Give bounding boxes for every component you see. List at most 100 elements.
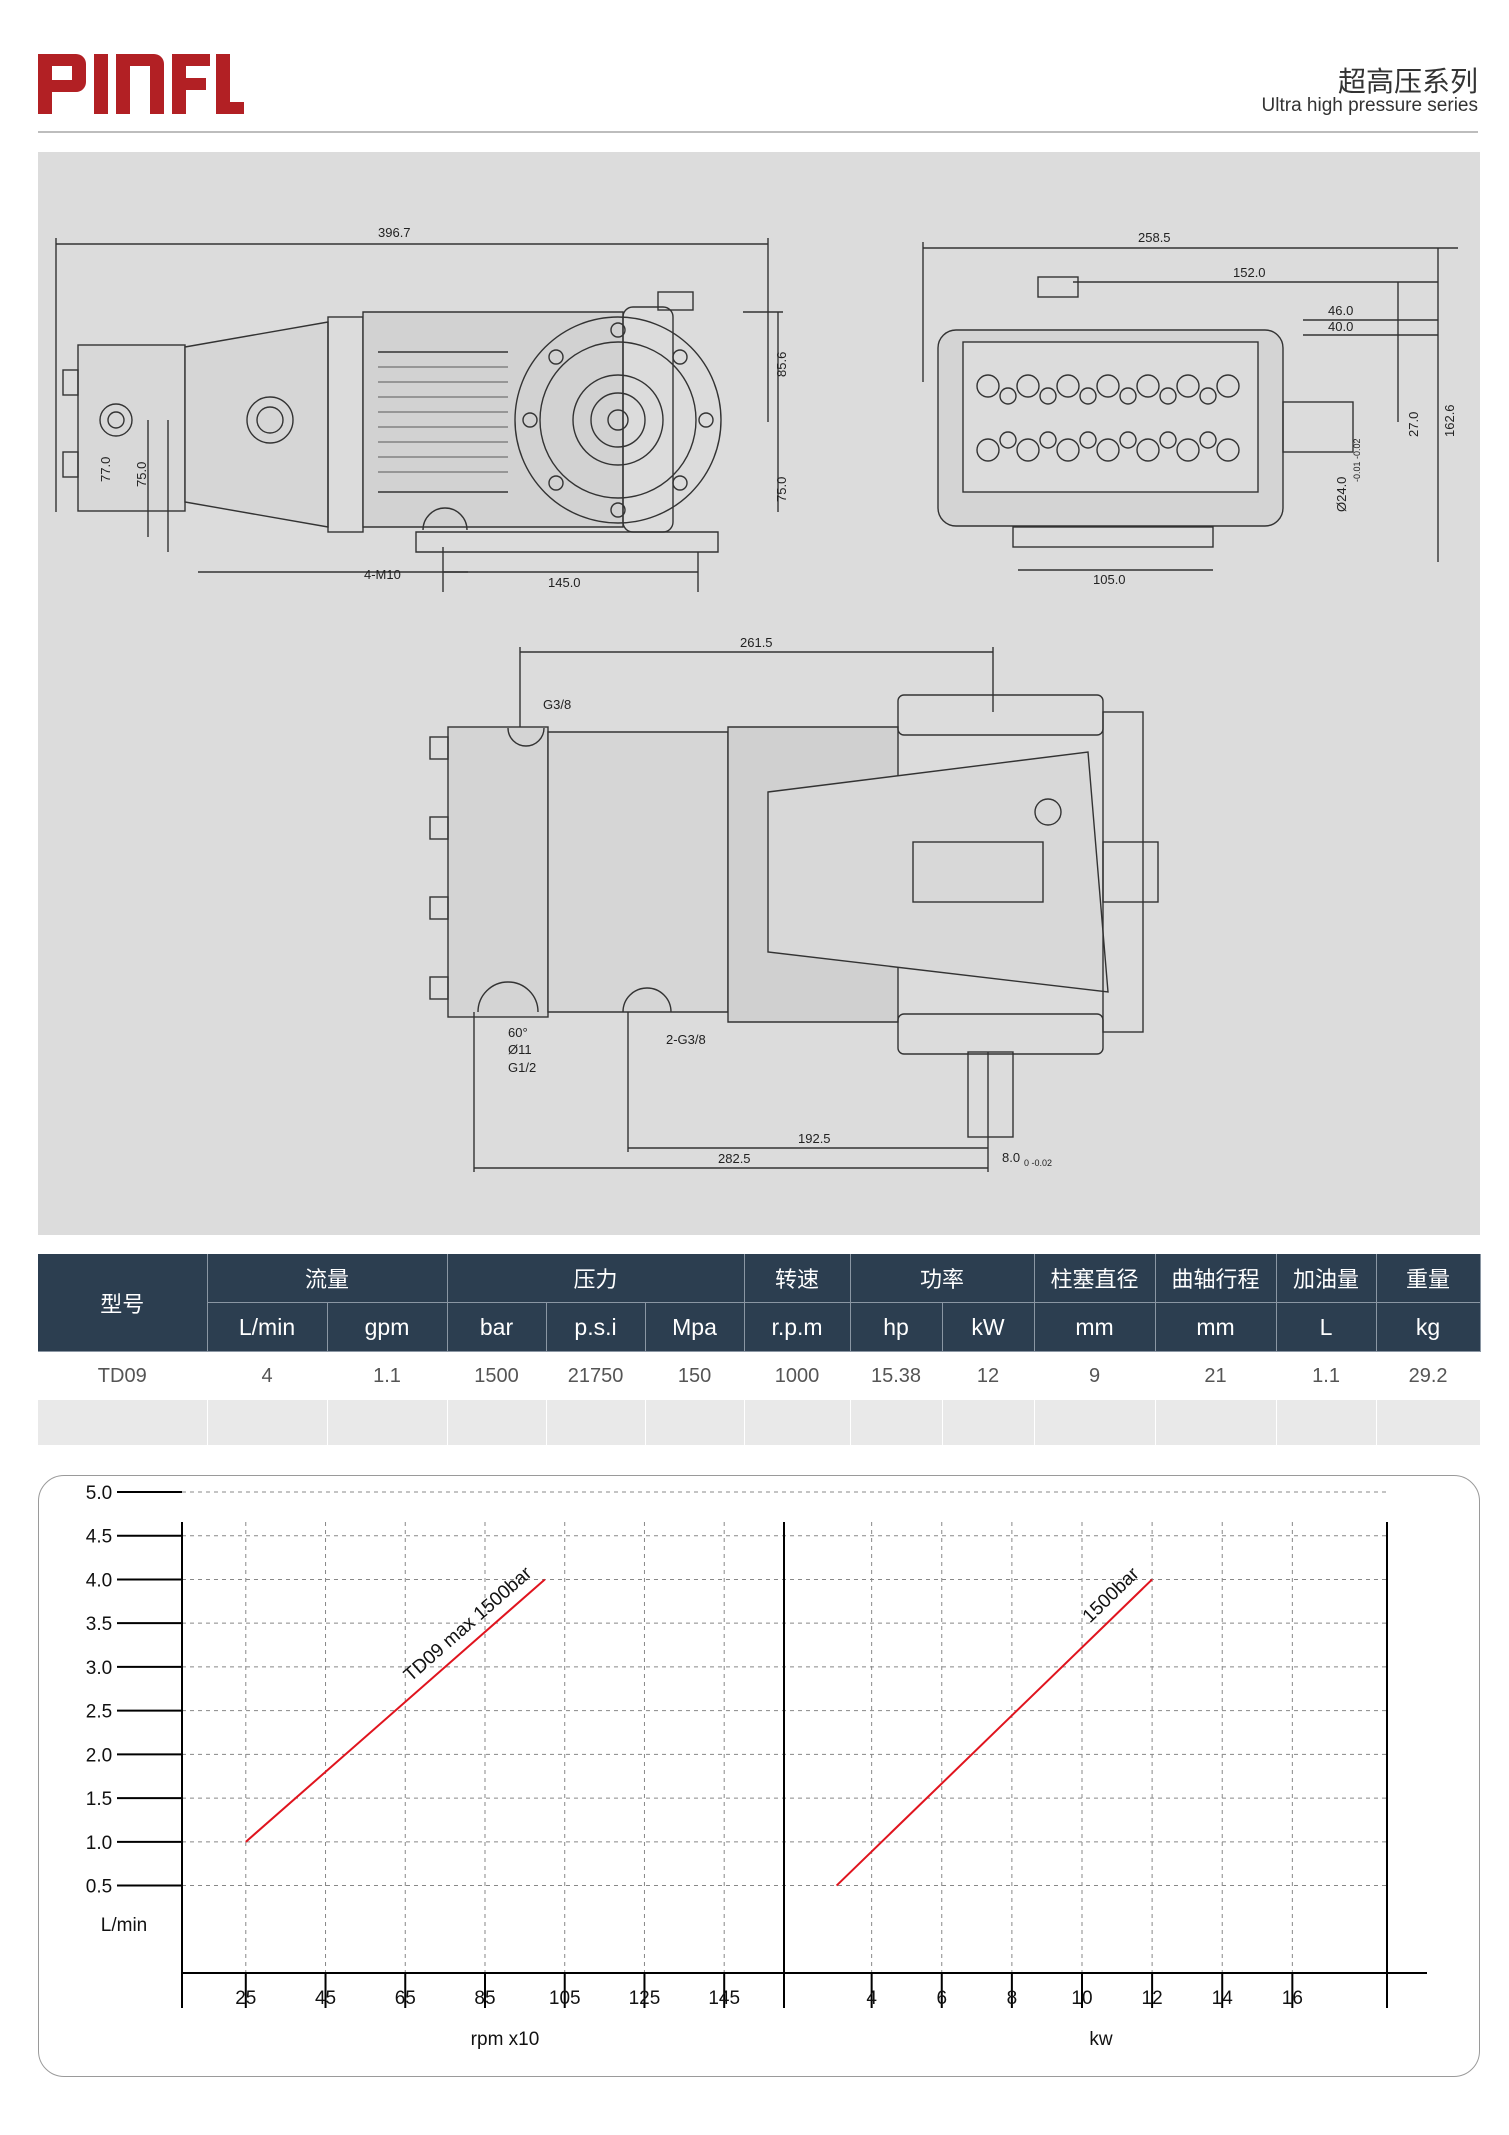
cell-plunger: 9 <box>1034 1351 1156 1400</box>
cell-rpm: 1000 <box>744 1351 851 1400</box>
unit-kg: kg <box>1376 1302 1481 1352</box>
y-tick-label: 5.0 <box>86 1483 112 1504</box>
y-tick-label: 2.5 <box>86 1702 112 1723</box>
dim-d11: Ø11 <box>508 1042 532 1057</box>
dim-75-right: 75.0 <box>774 477 789 502</box>
spec-table: 型号 流量 压力 转速 功率 柱塞直径 曲轴行程 加油量 重量 L/min gp… <box>38 1254 1481 1445</box>
table-row-empty <box>38 1400 1481 1445</box>
cell-mpa: 150 <box>645 1351 745 1400</box>
series-title-en: Ultra high pressure series <box>1261 95 1478 116</box>
x-tick-label: 14 <box>1212 1988 1234 2009</box>
header-pressure: 压力 <box>447 1254 745 1303</box>
y-tick-label: 1.0 <box>86 1833 112 1854</box>
x-tick-label: 105 <box>549 1988 581 2009</box>
x-axis-label-kw: kw <box>1089 2029 1113 2050</box>
side-view <box>55 238 783 592</box>
unit-psi: p.s.i <box>546 1302 646 1352</box>
unit-mpa: Mpa <box>645 1302 745 1352</box>
cell-weight: 29.2 <box>1376 1351 1481 1400</box>
cell-gpm: 1.1 <box>327 1351 448 1400</box>
unit-gpm: gpm <box>327 1302 448 1352</box>
x-tick-label: 25 <box>235 1988 256 2009</box>
x-tick-label: 145 <box>708 1988 740 2009</box>
x-tick-label: 12 <box>1142 1988 1163 2009</box>
y-axis-label: L/min <box>101 1915 147 1936</box>
x-tick-label: 125 <box>629 1988 661 2009</box>
dim-77: 77.0 <box>98 457 113 482</box>
dim-105: 105.0 <box>1093 572 1126 587</box>
dim-8: 8.0 <box>1002 1150 1020 1165</box>
cell-hp: 15.38 <box>850 1351 943 1400</box>
unit-rpm: r.p.m <box>744 1302 851 1352</box>
dim-8-tol: 0 -0.02 <box>1024 1158 1052 1168</box>
performance-chart-box: 0.5 1.0 1.5 2.0 2.5 3.0 3.5 4.0 4.5 5.0 25 45 65 85 10… <box>38 1475 1480 2077</box>
technical-drawing-panel: 396.7 85.6 77.0 75.0 75.0 4-M10 145.0 25… <box>38 152 1480 1235</box>
x-tick-label: 65 <box>395 1988 416 2009</box>
dim-d24: Ø24.0 <box>1334 477 1349 512</box>
dim-258-5: 258.5 <box>1138 230 1171 245</box>
y-tick-label: 4.5 <box>86 1527 112 1548</box>
dim-60deg: 60° <box>508 1025 528 1040</box>
cell-model: TD09 <box>38 1351 208 1400</box>
pinfl-logo <box>38 54 244 114</box>
x-tick-label: 6 <box>936 1988 947 2009</box>
dim-396: 396.7 <box>378 225 411 240</box>
dim-85-6: 85.6 <box>774 352 789 377</box>
x-tick-label: 16 <box>1282 1988 1303 2009</box>
front-view <box>922 242 1458 571</box>
unit-hp: hp <box>850 1302 943 1352</box>
x-tick-label: 10 <box>1071 1988 1092 2009</box>
dim-g3-8: G3/8 <box>543 697 571 712</box>
performance-chart: 0.5 1.0 1.5 2.0 2.5 3.0 3.5 4.0 4.5 5.0 25 45 65 85 10… <box>86 1483 1427 2050</box>
series-label: TD09 max 1500bar <box>400 1562 537 1685</box>
header-oil: 加油量 <box>1276 1254 1377 1303</box>
unit-l: L <box>1276 1302 1377 1352</box>
page-header: 超高压系列 Ultra high pressure series <box>38 40 1478 132</box>
dim-d24-tol: -0.01 -0.02 <box>1352 438 1362 482</box>
dim-192-5: 192.5 <box>798 1131 831 1146</box>
dim-162-6: 162.6 <box>1442 404 1457 437</box>
dim-40: 40.0 <box>1328 319 1353 334</box>
table-row: TD09 4 1.1 1500 21750 150 1000 15.38 12 … <box>38 1351 1481 1400</box>
y-tick-label: 3.0 <box>86 1658 112 1679</box>
cell-lmin: 4 <box>207 1351 328 1400</box>
cell-stroke: 21 <box>1155 1351 1277 1400</box>
header-model: 型号 <box>38 1254 208 1352</box>
series-title-cn: 超高压系列 <box>1337 65 1478 98</box>
unit-mm-plunger: mm <box>1034 1302 1156 1352</box>
cell-oil: 1.1 <box>1276 1351 1377 1400</box>
dim-46: 46.0 <box>1328 303 1353 318</box>
y-tick-label: 1.5 <box>86 1789 112 1810</box>
series-line <box>835 1578 1153 1887</box>
header-power: 功率 <box>850 1254 1035 1303</box>
header-divider <box>38 131 1478 133</box>
top-view <box>429 647 1159 1172</box>
header-speed: 转速 <box>744 1254 851 1303</box>
dim-2-g3-8: 2-G3/8 <box>666 1032 706 1047</box>
series-line <box>245 1578 546 1843</box>
y-tick-label: 3.5 <box>86 1614 112 1635</box>
x-axis-label-rpm: rpm x10 <box>471 2029 540 2050</box>
cell-kw: 12 <box>942 1351 1035 1400</box>
y-tick-label: 2.0 <box>86 1745 112 1766</box>
x-tick-label: 45 <box>315 1988 336 2009</box>
plunger-holes <box>976 374 1240 462</box>
header-stroke: 曲轴行程 <box>1155 1254 1277 1303</box>
dim-27: 27.0 <box>1406 412 1421 437</box>
x-tick-label: 8 <box>1007 1988 1018 2009</box>
dim-75-left: 75.0 <box>134 462 149 487</box>
header-flow: 流量 <box>207 1254 448 1303</box>
y-tick-label: 4.0 <box>86 1570 112 1591</box>
dim-g1-2: G1/2 <box>508 1060 536 1075</box>
unit-mm-stroke: mm <box>1155 1302 1277 1352</box>
cell-bar: 1500 <box>447 1351 547 1400</box>
dim-4-m10: 4-M10 <box>364 567 401 582</box>
x-tick-label: 85 <box>474 1988 495 2009</box>
dim-145: 145.0 <box>548 575 581 590</box>
unit-kw: kW <box>942 1302 1035 1352</box>
header-weight: 重量 <box>1376 1254 1481 1303</box>
dim-152: 152.0 <box>1233 265 1266 280</box>
dim-261-5: 261.5 <box>740 635 773 650</box>
y-tick-label: 0.5 <box>86 1877 112 1898</box>
header-plunger: 柱塞直径 <box>1034 1254 1156 1303</box>
